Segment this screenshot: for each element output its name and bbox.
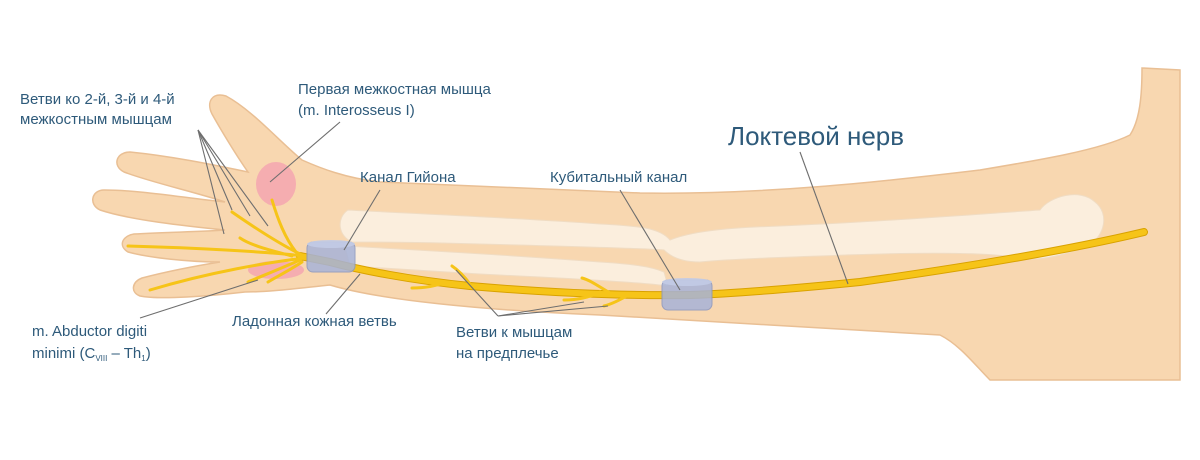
label-first-interosseous-line2: (m. Interosseus I)	[298, 102, 415, 119]
guyon-canal	[307, 240, 355, 272]
label-abductor-line1: m. Abductor digiti	[32, 323, 147, 340]
label-abductor-line2: minimi (CVIII – Th1)	[32, 345, 151, 363]
first-interosseous-muscle	[256, 162, 296, 206]
diagram-title: Локтевой нерв	[728, 121, 904, 151]
label-forearm-branches-line2: на предплечье	[456, 345, 559, 362]
label-interosseous-branches-line2: межкостным мышцам	[20, 111, 172, 128]
label-forearm-branches-line1: Ветви к мышцам	[456, 324, 572, 341]
cubital-canal	[662, 278, 712, 310]
label-guyon-canal: Канал Гийона	[360, 169, 456, 186]
label-palmar-branch: Ладонная кожная ветвь	[232, 313, 397, 330]
label-cubital-canal: Кубитальный канал	[550, 169, 687, 186]
label-interosseous-branches-line1: Ветви ко 2-й, 3-й и 4-й	[20, 91, 175, 108]
label-first-interosseous-line1: Первая межкостная мышца	[298, 81, 491, 98]
